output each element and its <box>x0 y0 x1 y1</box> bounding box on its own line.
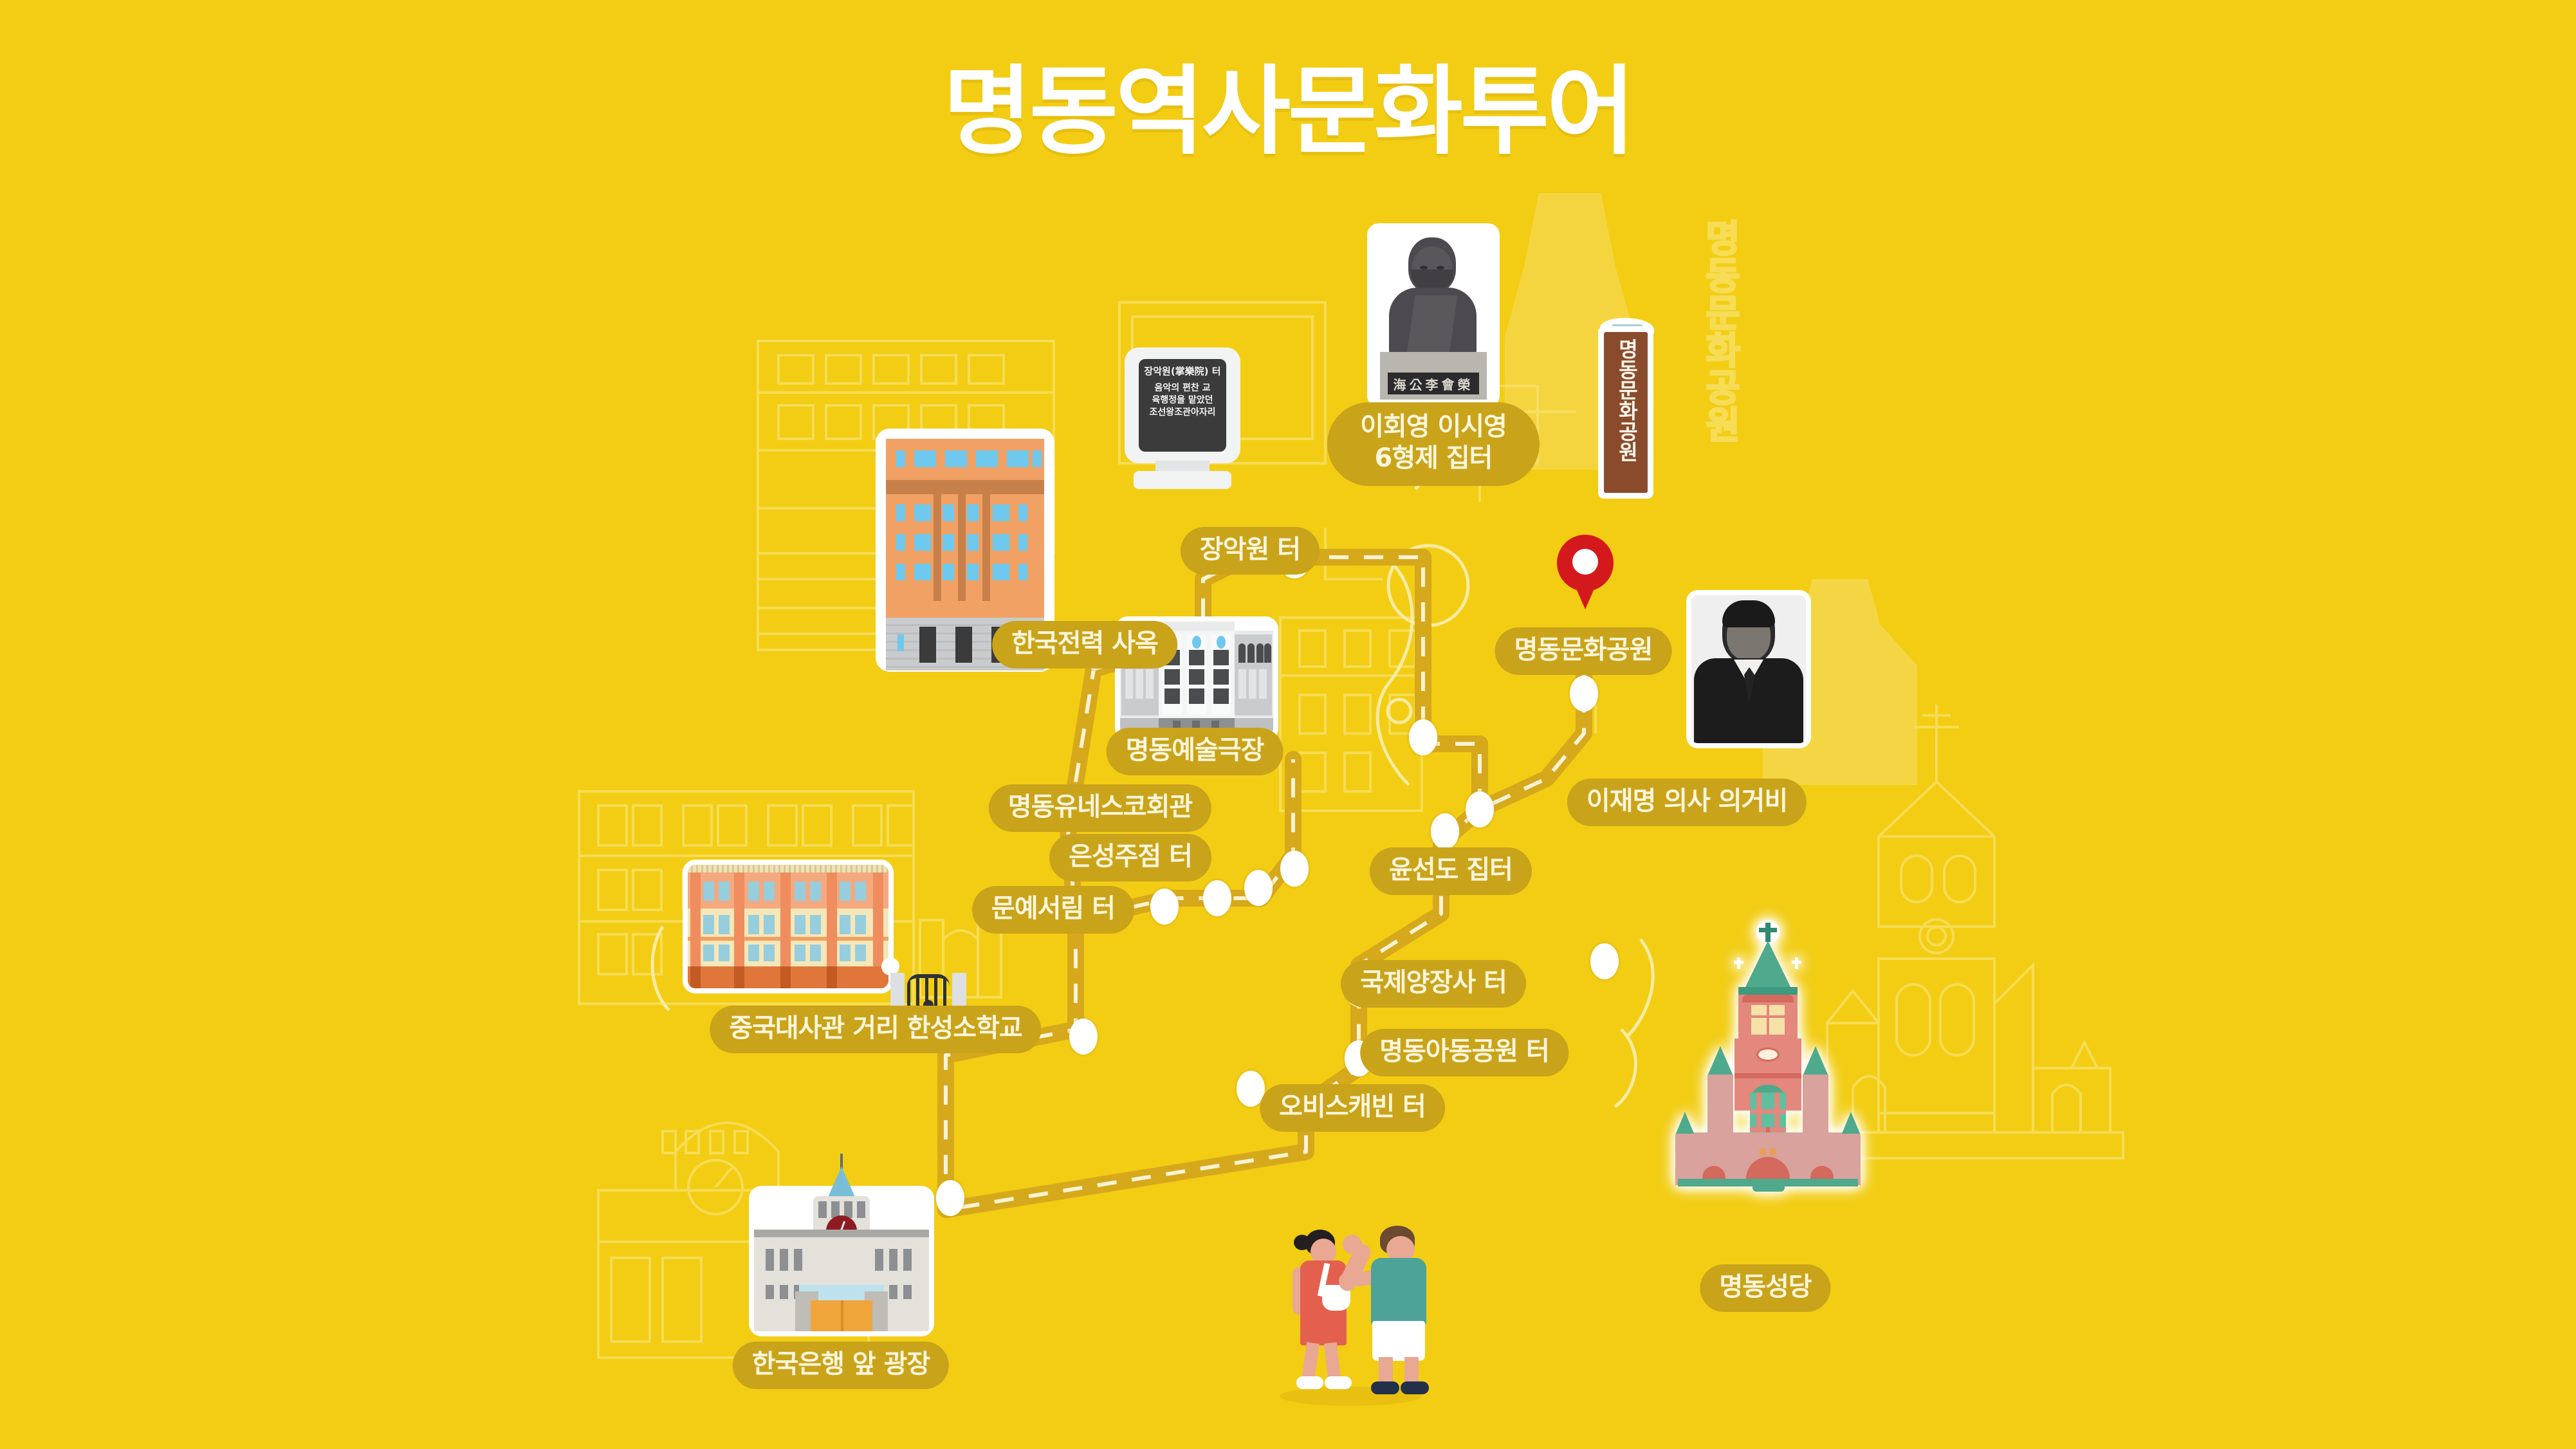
route-node-unesco[interactable] <box>1244 870 1273 906</box>
hanseong-school-illustration <box>688 865 888 988</box>
route-node-right-lower[interactable] <box>1590 943 1619 979</box>
stop-label-jungguk-daesagwan-geori[interactable]: 중국대사관 거리 한성소학교 <box>710 1006 1042 1053</box>
stop-label-hanguk-jeonryeok-saok[interactable]: 한국전력 사옥 <box>992 621 1177 669</box>
tourist-man <box>1336 1226 1461 1399</box>
route-node-munye[interactable] <box>1150 889 1179 925</box>
ghost-pillar-text: 명동문화공원 <box>1697 218 1743 444</box>
tourist-figures <box>1280 1226 1449 1406</box>
route-node-park[interactable] <box>1570 676 1598 712</box>
route-node-uigeobi[interactable] <box>1466 791 1494 827</box>
myeongdong-cathedral-illustration <box>1671 920 1864 1192</box>
page-title: 명동역사문화투어 <box>943 56 1635 168</box>
map-pin-icon <box>1557 535 1614 611</box>
stop-label-eunseong-jujeom-teo[interactable]: 은성주점 터 <box>1049 834 1211 881</box>
myeongdong-culture-park-pillar: 명동문화공원 <box>1599 318 1654 493</box>
stop-label-myeongdong-seongdang[interactable]: 명동성당 <box>1700 1264 1831 1312</box>
route-node-eunseong[interactable] <box>1203 880 1231 916</box>
lee-hoeyeong-bust-illustration: 海公李會榮 <box>1372 228 1495 402</box>
stop-label-myeongdong-unesco-hoegwan[interactable]: 명동유네스코회관 <box>988 784 1212 832</box>
school-gate-illustration <box>885 961 966 1028</box>
tourist-woman <box>1289 1230 1379 1397</box>
jangakwon-kiosk-sign: 장악원(掌樂院) 터 음악의 편찬 교 육행정을 맡았던 조선왕조관아자리 <box>1125 347 1240 489</box>
stop-label-ihoeyeong-isiyeong-jipteo[interactable]: 이회영 이시영 6형제 집터 <box>1327 402 1540 486</box>
stop-label-hanguk-eunhaeng-gwangjang[interactable]: 한국은행 앞 광장 <box>732 1342 950 1389</box>
route-node-yunseondo[interactable] <box>1431 813 1459 849</box>
kiosk-sign-title: 장악원(掌樂院) 터 <box>1144 365 1221 377</box>
stop-label-ijaemyeong-uisa-uigeobi[interactable]: 이재명 의사 의거비 <box>1567 779 1807 826</box>
stop-label-myeongdong-yesul-geukjang[interactable]: 명동예술극장 <box>1106 728 1283 775</box>
stop-label-myeongdong-adong-gongwon[interactable]: 명동아동공원 터 <box>1360 1029 1569 1076</box>
kiosk-sign-line2: 육행정을 맡았던 <box>1152 394 1213 405</box>
stop-label-gukje-yangjangsa-teo[interactable]: 국제양장사 터 <box>1341 960 1526 1008</box>
bank-of-korea-illustration <box>754 1154 929 1331</box>
route-node-bank-corner[interactable] <box>936 1180 964 1216</box>
stop-label-line1: 이회영 이시영 <box>1360 412 1507 442</box>
stop-label-yunseondo-jipteo[interactable]: 윤선도 집터 <box>1370 847 1532 895</box>
stop-label-obis-cabin-teo[interactable]: 오비스캐빈 터 <box>1260 1084 1445 1132</box>
route-node-upper-right[interactable] <box>1409 719 1437 755</box>
lee-jaemyeong-portrait <box>1691 595 1806 743</box>
stop-label-line2: 6형제 집터 <box>1374 443 1493 473</box>
pillar-sign-text: 명동문화공원 <box>1615 338 1639 462</box>
kiosk-sign-line3: 조선왕조관아자리 <box>1149 407 1216 418</box>
route-node-center[interactable] <box>1280 851 1309 887</box>
kiosk-sign-line1: 음악의 편찬 교 <box>1154 383 1211 393</box>
stop-label-munye-seorim-teo[interactable]: 문예서림 터 <box>972 886 1134 934</box>
stop-label-myeongdong-munhwa-gongwon[interactable]: 명동문화공원 <box>1495 627 1672 675</box>
stop-label-jangakwon-teo[interactable]: 장악원 터 <box>1180 527 1320 575</box>
route-node-hanseong[interactable] <box>1069 1019 1098 1055</box>
bust-inscription: 海公李會榮 <box>1393 376 1474 392</box>
